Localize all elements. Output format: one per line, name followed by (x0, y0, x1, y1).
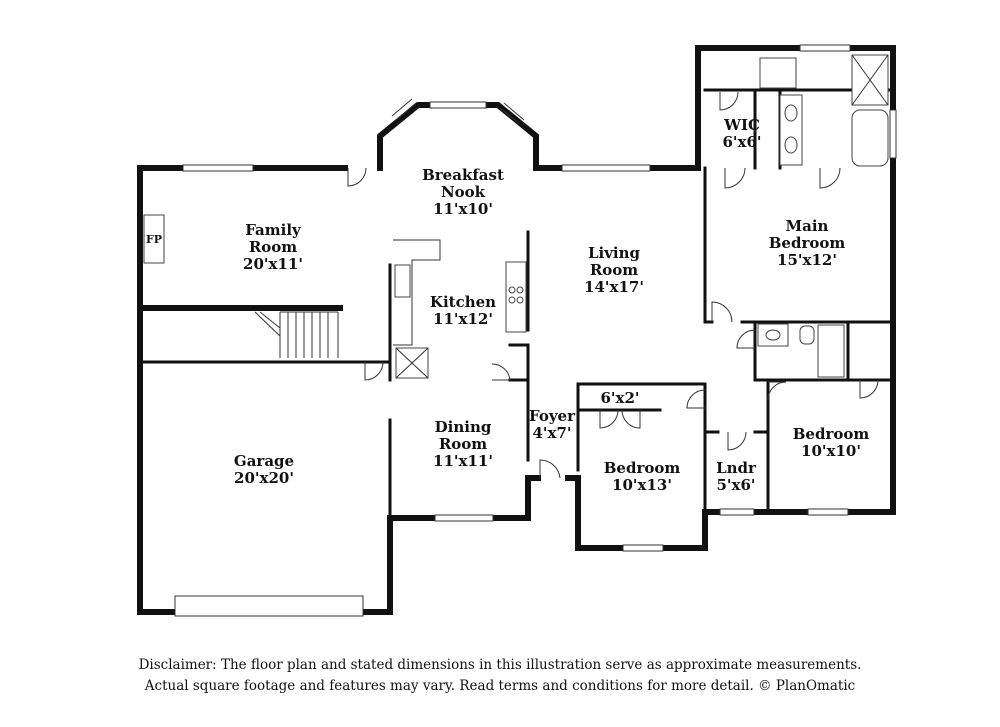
room-bedroom-2: Bedroom 10'x13' (604, 459, 681, 494)
room-family-room: Family Room 20'x11' FP (146, 221, 303, 273)
room-kitchen: Kitchen 11'x12' (430, 293, 496, 328)
room-dining-room: Dining Room 11'x11' (433, 418, 493, 470)
breakfast-nook-name-1: Breakfast (422, 166, 504, 184)
room-bedroom-3: Bedroom 10'x10' (793, 425, 870, 460)
main-bedroom-name-1: Main (786, 217, 829, 235)
laundry-name: Lndr (716, 459, 757, 477)
wic-name: WIC (723, 116, 760, 134)
garage-dims: 20'x20' (234, 469, 294, 487)
room-breakfast-nook: Breakfast Nook 11'x10' (422, 166, 504, 218)
breakfast-nook-name-2: Nook (441, 183, 486, 201)
garage-name: Garage (234, 452, 294, 470)
bedroom-2-dims: 10'x13' (612, 476, 672, 494)
room-garage: Garage 20'x20' (234, 452, 294, 487)
doors (347, 91, 879, 479)
disclaimer-line-1: Disclaimer: The floor plan and stated di… (138, 657, 862, 673)
living-room-dims: 14'x17' (584, 278, 644, 296)
living-room-name-2: Room (590, 261, 638, 279)
room-laundry: Lndr 5'x6' (716, 459, 757, 494)
foyer-name: Foyer (529, 407, 576, 425)
family-room-dims: 20'x11' (243, 255, 303, 273)
fireplace-label: FP (146, 233, 162, 246)
bedroom-3-name: Bedroom (793, 425, 870, 443)
main-bedroom-dims: 15'x12' (777, 251, 837, 269)
interior-walls (137, 88, 895, 520)
wic-dims: 6'x6' (722, 133, 761, 151)
dining-room-name-2: Room (439, 435, 487, 453)
room-wic: WIC 6'x6' (722, 116, 761, 151)
dining-room-dims: 11'x11' (433, 452, 493, 470)
room-main-bedroom: Main Bedroom 15'x12' (769, 217, 846, 269)
bedroom-2-name: Bedroom (604, 459, 681, 477)
stairs (254, 311, 339, 358)
bedroom-3-dims: 10'x10' (801, 442, 861, 460)
laundry-dims: 5'x6' (716, 476, 755, 494)
living-room-name-1: Living (588, 244, 641, 262)
room-living-room: Living Room 14'x17' (584, 244, 644, 296)
room-foyer: Foyer 4'x7' (529, 407, 576, 442)
main-bedroom-name-2: Bedroom (769, 234, 846, 252)
family-room-name-1: Family (245, 221, 302, 239)
room-closet: 6'x2' (600, 389, 639, 407)
closet-dims: 6'x2' (600, 389, 639, 407)
exterior-walls (137, 45, 896, 615)
fireplace (143, 214, 165, 264)
disclaimer: Disclaimer: The floor plan and stated di… (0, 655, 1000, 697)
family-room-name-2: Room (249, 238, 297, 256)
dining-room-name-1: Dining (435, 418, 492, 436)
fixtures (143, 54, 889, 379)
kitchen-name: Kitchen (430, 293, 496, 311)
disclaimer-line-2: Actual square footage and features may v… (144, 678, 856, 694)
foyer-dims: 4'x7' (532, 424, 571, 442)
kitchen-dims: 11'x12' (433, 310, 493, 328)
windows (174, 44, 897, 617)
breakfast-nook-dims: 11'x10' (433, 200, 493, 218)
